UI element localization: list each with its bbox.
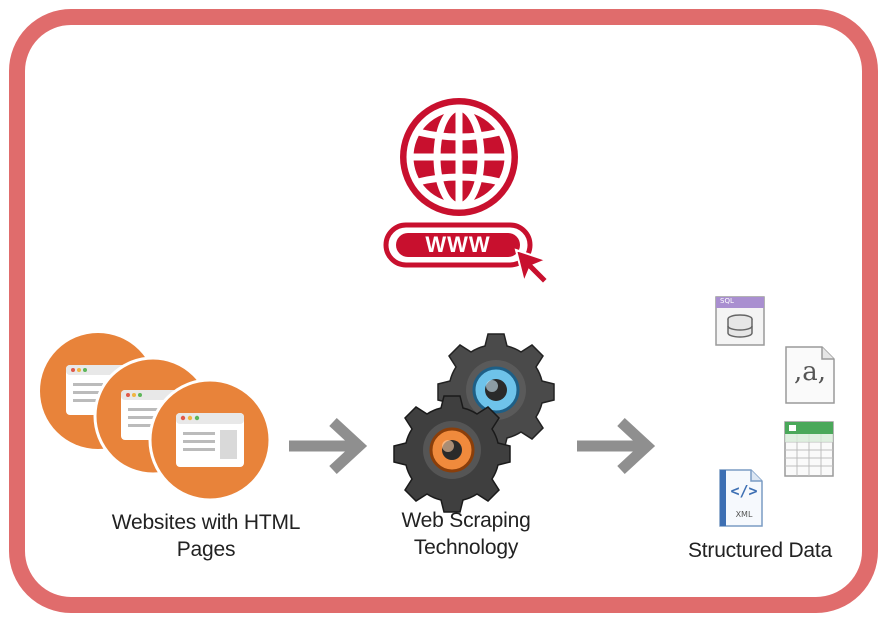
spreadsheet-icon — [784, 421, 834, 477]
websites-icon — [40, 333, 272, 502]
gears-icon — [393, 333, 555, 513]
xml-file-tag: XML — [735, 510, 753, 519]
sql-file-tag: SQL — [720, 297, 734, 305]
globe-icon — [400, 98, 518, 216]
websites-label: Websites with HTML Pages — [86, 509, 326, 563]
websites-label-line1: Websites with HTML — [111, 511, 301, 534]
website-circle-front — [148, 378, 272, 502]
xml-glyph: </> — [730, 482, 758, 500]
scraping-label: Web Scraping Technology — [371, 507, 561, 561]
arrow-right-icon-1 — [289, 417, 368, 475]
scraping-label-line2: Technology — [413, 536, 519, 559]
www-badge — [383, 222, 533, 268]
csv-text: ,a, — [793, 357, 827, 387]
xml-icon — [719, 469, 763, 527]
www-text: WWW — [425, 232, 491, 257]
scraping-label-line1: Web Scraping — [401, 509, 531, 532]
database-icon — [715, 296, 765, 346]
structured-data-label: Structured Data — [687, 539, 833, 562]
arrow-right-icon-2 — [577, 417, 656, 475]
csv-icon — [785, 346, 835, 404]
cursor-arrow-icon — [514, 248, 550, 286]
websites-label-line2: Pages — [176, 538, 236, 561]
gear-orange-icon — [393, 395, 511, 513]
